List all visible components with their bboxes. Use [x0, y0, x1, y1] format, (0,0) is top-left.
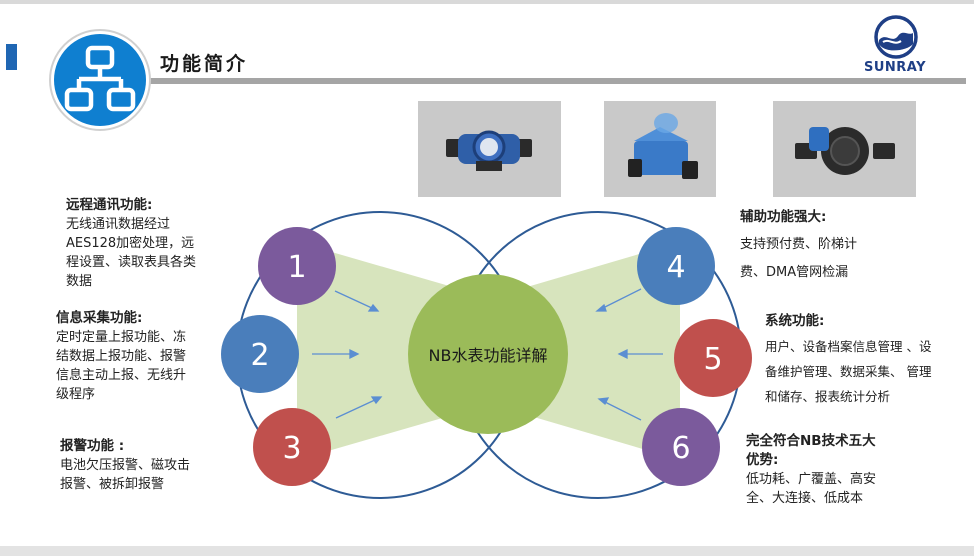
badge-4 [637, 227, 715, 305]
badge-number-1: 1 [287, 250, 306, 285]
feature-line: 和储存、报表统计分析 [765, 389, 891, 404]
water-meter-photo-1 [418, 101, 561, 197]
center-label: NB水表功能详解 [429, 346, 548, 365]
feature-line: 结数据上报功能、报警 [56, 349, 187, 364]
feature-line: 支持预付费、阶梯计 [740, 237, 858, 252]
title-accent-bar [6, 44, 17, 70]
left-fan-shape [297, 242, 470, 460]
top-border [0, 0, 974, 4]
feature-line: 无线通讯数据经过 [66, 217, 171, 232]
badge-2 [221, 315, 299, 393]
feature-data-collection: 信息采集功能: 定时定量上报功能、冻 结数据上报功能、报警 信息主动上报、无线升… [56, 309, 186, 404]
feature-system: 系统功能: 用户、设备档案信息管理 、设 备维护管理、数据采集、 管理 和储存、… [765, 309, 931, 409]
right-fan-shape [510, 242, 680, 460]
feature-line: 报警、被拆卸报警 [60, 477, 165, 492]
feature-line: 费、DMA管网检漏 [740, 265, 849, 280]
title-underline [120, 78, 966, 84]
feature-line: 数据 [66, 274, 93, 289]
feature-line: 信息主动上报、无线升 [56, 368, 187, 383]
sunray-logo-icon [874, 15, 918, 59]
feature-line: 程设置、读取表具各类 [66, 255, 197, 270]
feature-title-continued: 优势: [746, 452, 779, 468]
badge-number-3: 3 [282, 431, 301, 466]
feature-title: 信息采集功能: [56, 310, 143, 326]
feature-nb-advantages: 完全符合NB技术五大 优势: 低功耗、广覆盖、高安 全、大连接、低成本 [746, 432, 876, 508]
feature-line: 全、大连接、低成本 [746, 491, 864, 506]
badge-1 [258, 227, 336, 305]
center-circle [408, 274, 568, 434]
badge-6 [642, 408, 720, 486]
feature-remote-comm: 远程通讯功能: 无线通讯数据经过 AES128加密处理，远 程设置、读取表具各类… [66, 196, 196, 291]
badge-number-5: 5 [703, 342, 722, 377]
feature-auxiliary: 辅助功能强大: 支持预付费、阶梯计 费、DMA管网检漏 [740, 203, 857, 287]
badge-number-2: 2 [250, 338, 269, 373]
feature-line: 电池欠压报警、磁攻击 [60, 458, 191, 473]
badge-number-4: 4 [666, 250, 685, 285]
feature-title: 完全符合NB技术五大 [746, 433, 876, 449]
badge-3 [253, 408, 331, 486]
feature-line: 级程序 [56, 387, 96, 402]
feature-line: 备维护管理、数据采集、 管理 [765, 364, 932, 379]
badge-number-6: 6 [671, 431, 690, 466]
bottom-border [0, 546, 974, 556]
feature-line: AES128加密处理，远 [66, 236, 195, 251]
feature-line: 用户、设备档案信息管理 、设 [765, 339, 932, 354]
hierarchy-icon [49, 29, 151, 131]
arrows [312, 288, 663, 421]
water-meter-photo-3 [773, 101, 916, 197]
feature-line: 低功耗、广覆盖、高安 [746, 472, 877, 487]
feature-title: 远程通讯功能: [66, 197, 153, 213]
section-title: 功能简介 [160, 53, 249, 75]
badge-5 [674, 319, 752, 397]
feature-line: 定时定量上报功能、冻 [56, 330, 187, 345]
water-meter-photo-2 [604, 101, 716, 197]
logo-text: SUNRAY [863, 60, 927, 75]
feature-title: 系统功能: [765, 313, 825, 329]
feature-alarm: 报警功能 : 电池欠压报警、磁攻击 报警、被拆卸报警 [60, 437, 190, 494]
feature-title: 辅助功能强大: [740, 209, 827, 225]
feature-title: 报警功能 : [60, 438, 125, 454]
